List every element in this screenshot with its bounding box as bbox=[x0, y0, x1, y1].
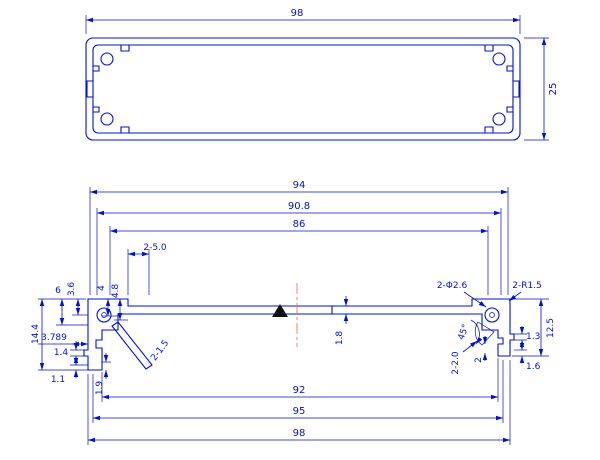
dim-1-6: 1.6 bbox=[514, 342, 541, 372]
dim-label: 45° bbox=[457, 323, 472, 341]
edge-steps bbox=[92, 65, 514, 113]
dim-top-height: 25 bbox=[524, 37, 559, 141]
dim-label: 6 bbox=[55, 286, 61, 296]
dim-1-1: 1.1 bbox=[51, 357, 88, 385]
dim-top-width: 98 bbox=[85, 8, 521, 34]
dim-label: 2-1.5 bbox=[149, 338, 171, 363]
dim-rib-2-1-5: 2-1.5 bbox=[149, 338, 171, 363]
corner-screw-boss bbox=[100, 112, 114, 126]
dim-94: 94 bbox=[89, 180, 509, 295]
dim-label: 2 bbox=[474, 357, 484, 363]
left-screw-hole-inner bbox=[101, 312, 107, 318]
dim-1-9: 1.9 bbox=[95, 353, 111, 395]
side-slots bbox=[86, 80, 520, 98]
dim-label: 14.4 bbox=[31, 324, 41, 344]
right-screw-hole bbox=[484, 307, 500, 323]
dim-2-5-0: 2-5.0 bbox=[127, 243, 167, 295]
dim-1-8: 1.8 bbox=[335, 296, 349, 346]
dim-86: 86 bbox=[109, 219, 489, 295]
corner-screw-boss bbox=[492, 52, 506, 66]
dim-label: 1.9 bbox=[95, 381, 105, 396]
section-lower-outline bbox=[83, 298, 515, 371]
corner-screw-boss bbox=[492, 112, 506, 126]
dim-90-8: 90.8 bbox=[96, 201, 502, 295]
corner-steps bbox=[120, 44, 494, 134]
dim-label: 2-Φ2.6 bbox=[437, 281, 468, 291]
dim-label: 92 bbox=[293, 385, 306, 396]
datum-triangle-marker bbox=[272, 304, 288, 317]
dim-label: 2-5.0 bbox=[143, 243, 167, 253]
dim-label: 25 bbox=[548, 83, 559, 96]
dim-2: 2 bbox=[474, 336, 488, 363]
inner-outline bbox=[92, 44, 514, 134]
dim-label: 98 bbox=[293, 428, 306, 439]
dim-label: 3.789 bbox=[41, 333, 67, 343]
dim-6: 6 bbox=[38, 286, 88, 326]
dim-label: 1.3 bbox=[526, 332, 540, 342]
dim-label: 2-R1.5 bbox=[512, 281, 542, 291]
dim-label: 98 bbox=[291, 8, 304, 19]
dim-angle-45: 45° bbox=[457, 319, 483, 345]
dim-label: 3.6 bbox=[67, 282, 77, 297]
dim-2-2-0: 2-2.0 bbox=[451, 340, 478, 375]
dim-label: 1.1 bbox=[51, 375, 65, 385]
dim-label: 94 bbox=[293, 180, 306, 191]
outer-outline bbox=[85, 37, 521, 141]
diagonal-rib bbox=[111, 321, 153, 370]
dim-12-5: 12.5 bbox=[512, 298, 556, 357]
dim-98-bottom: 98 bbox=[87, 360, 511, 445]
dim-3-789: 3.789 bbox=[38, 333, 88, 347]
dim-corner-2-r1-5: 2-R1.5 bbox=[508, 281, 542, 302]
dim-1-3: 1.3 bbox=[514, 326, 540, 348]
corner-screw-boss bbox=[100, 52, 114, 66]
dim-14-4: 14.4 bbox=[31, 299, 88, 371]
top-view-profile bbox=[85, 37, 521, 141]
dim-label: 4 bbox=[97, 285, 107, 291]
dim-label: 90.8 bbox=[288, 201, 310, 212]
dim-4: 4 bbox=[97, 285, 118, 317]
dim-label: 95 bbox=[293, 406, 306, 417]
dim-92: 92 bbox=[101, 358, 499, 402]
dim-label: 4.8 bbox=[111, 284, 121, 299]
dim-4-8: 4.8 bbox=[111, 284, 128, 321]
right-screw-hole-inner bbox=[489, 312, 495, 318]
dim-1-4: 1.4 bbox=[54, 341, 84, 365]
dim-label: 1.8 bbox=[335, 331, 345, 346]
section-top-edge bbox=[87, 298, 511, 307]
dim-label: 2-2.0 bbox=[451, 351, 461, 375]
dim-95: 95 bbox=[92, 360, 504, 423]
dim-holes-2-phi2-6: 2-Φ2.6 bbox=[437, 281, 487, 308]
left-screw-hole bbox=[96, 307, 112, 323]
dim-3-6: 3.6 bbox=[67, 282, 88, 316]
dim-label: 1.6 bbox=[526, 362, 541, 372]
dim-label: 86 bbox=[293, 219, 306, 230]
dim-label: 12.5 bbox=[546, 318, 556, 338]
dim-label: 1.4 bbox=[54, 348, 69, 358]
